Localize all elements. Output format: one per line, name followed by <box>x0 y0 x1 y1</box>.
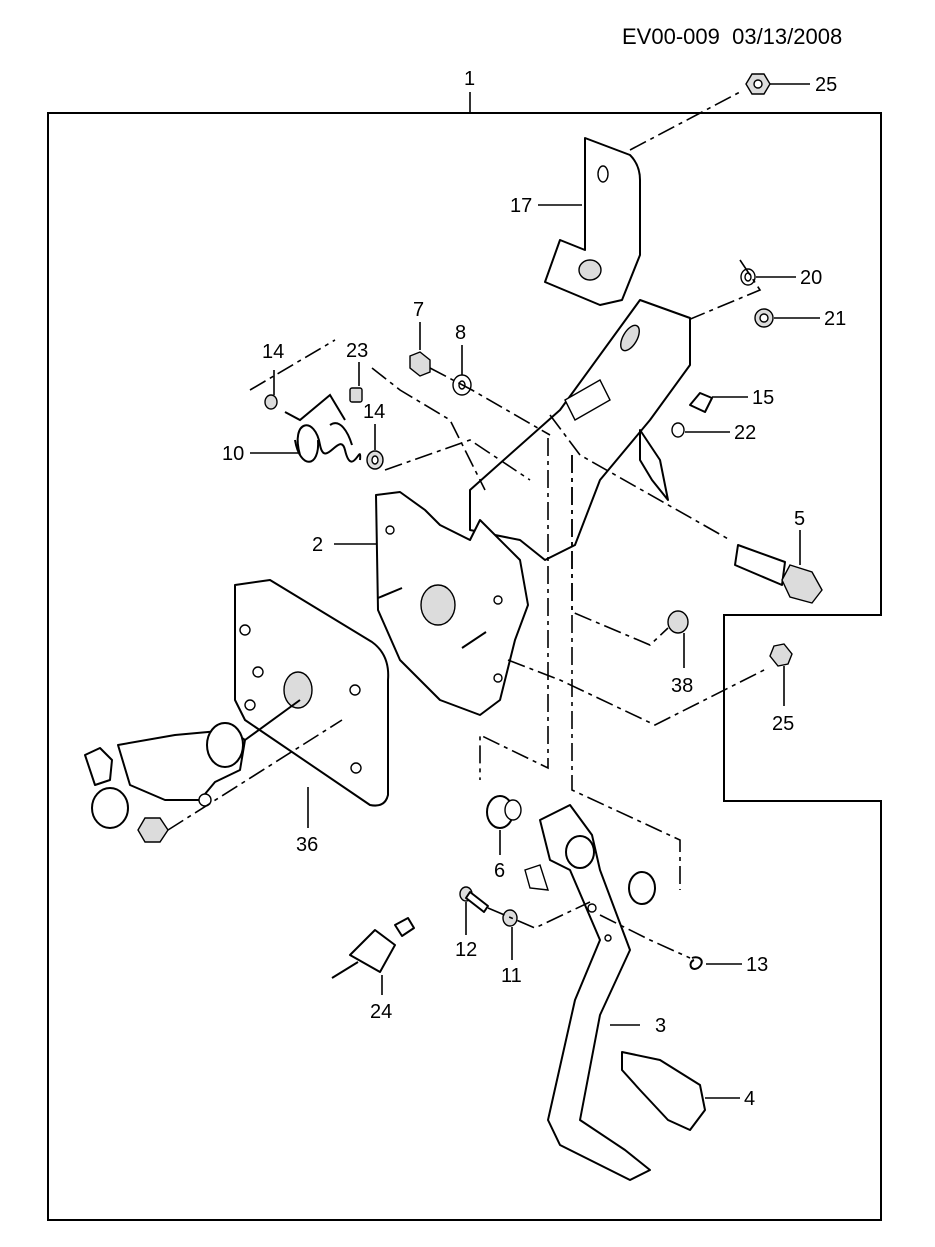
callout-7: 7 <box>413 299 424 321</box>
dash-20-21 <box>629 259 762 362</box>
pedal-support-bracket <box>469 299 691 561</box>
callout-11: 11 <box>501 965 522 987</box>
part-21-nut <box>754 308 774 328</box>
part-7-nut <box>409 351 431 377</box>
part-25-nut-top <box>745 73 771 95</box>
dash-17-25 <box>629 91 741 151</box>
part-38-nut <box>667 610 689 634</box>
callout-15: 15 <box>752 387 774 409</box>
dash-7-8 <box>429 367 551 436</box>
part-25-nut-lower <box>769 643 793 667</box>
dash-pivot-right <box>571 455 681 890</box>
part-36-backing-plate <box>234 579 390 807</box>
callout-24: 24 <box>370 1001 392 1023</box>
part-12-clevis-pin <box>459 886 489 913</box>
callout-20: 20 <box>800 267 822 289</box>
callout-12: 12 <box>455 939 477 961</box>
part-10-return-spring <box>284 393 362 463</box>
callout-25-top: 25 <box>815 74 837 96</box>
part-17-bracket <box>544 137 641 306</box>
part-2-mounting-plate <box>375 491 529 716</box>
part-14-bushing-left <box>264 394 278 410</box>
callout-38: 38 <box>671 675 693 697</box>
dash-14-right <box>384 439 531 481</box>
dash-5 <box>549 414 731 541</box>
callout-17: 17 <box>510 195 532 217</box>
part-6-bushing-right <box>628 871 656 905</box>
part-24-switch <box>331 917 415 979</box>
part-23-pin <box>349 387 363 403</box>
clutch-master-cylinder <box>84 699 301 843</box>
part-5-pivot-bolt <box>734 544 823 604</box>
callout-8: 8 <box>455 322 466 344</box>
callout-23: 23 <box>346 340 368 362</box>
callout-2: 2 <box>312 534 323 556</box>
callout-22: 22 <box>734 422 756 444</box>
assembly-outline <box>47 112 882 1221</box>
callout-4: 4 <box>744 1088 755 1110</box>
diagram-date: 03/13/2008 <box>732 24 843 49</box>
dash-11-12 <box>487 901 591 929</box>
dash-pivot-left <box>479 438 549 780</box>
dash-14-left <box>249 339 336 391</box>
part-15-bolt <box>689 392 713 413</box>
callout-3: 3 <box>655 1015 666 1037</box>
callout-21: 21 <box>824 308 846 330</box>
part-22-washer <box>671 422 685 438</box>
callout-1: 1 <box>464 68 475 90</box>
dash-23 <box>371 367 486 491</box>
callout-5: 5 <box>794 508 805 530</box>
callout-6: 6 <box>494 860 505 882</box>
dash-36-38 <box>167 719 343 831</box>
part-13-clip <box>689 956 703 970</box>
diagram-reference: EV00-009 03/13/2008 <box>622 24 842 50</box>
callout-13: 13 <box>746 954 768 976</box>
dash-13 <box>599 914 691 959</box>
dash-25-lower <box>507 659 769 726</box>
callout-14-left: 14 <box>262 341 284 363</box>
part-6-bushing <box>486 795 522 829</box>
part-14-bushing-right <box>366 450 384 470</box>
callout-25-lower: 25 <box>772 713 794 735</box>
diagram-code: EV00-009 <box>622 24 720 49</box>
part-3-pedal-arm <box>524 804 651 1181</box>
part-4-pedal-pad <box>621 1051 706 1131</box>
callout-36: 36 <box>296 834 318 856</box>
callout-10: 10 <box>222 443 244 465</box>
callout-14-right: 14 <box>363 401 385 423</box>
